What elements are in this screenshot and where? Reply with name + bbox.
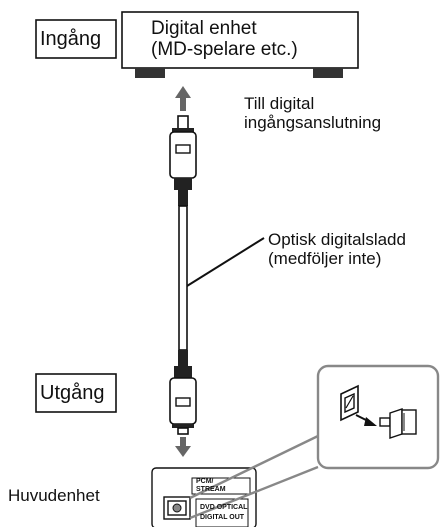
output-label: Utgång: [40, 382, 105, 404]
connection-label-line1: Till digital: [244, 94, 315, 113]
input-label: Ingång: [40, 28, 102, 50]
input-label-box: [35, 19, 117, 59]
bottom-optical-plug: [169, 350, 197, 435]
arrow-down-icon: [175, 437, 191, 457]
top-optical-plug: [169, 115, 197, 206]
zoom-detail-panel: [316, 364, 440, 470]
main-unit-label: Huvudenhet: [8, 486, 100, 505]
jack-panel-bottom-label-2: DIGITAL OUT: [200, 514, 245, 521]
cable-label-line2: (medföljer inte): [268, 249, 382, 268]
main-unit-jack-panel: [151, 467, 257, 527]
jack-panel-top-label-1: PCM/: [196, 478, 214, 485]
optical-cable: [178, 205, 188, 351]
cable-label-line1: Optisk digitalsladd: [268, 230, 406, 249]
output-label-box: [35, 373, 117, 413]
jack-panel-bottom-label-1: DVD OPTICAL: [200, 504, 248, 511]
connection-label-line2: ingångsanslutning: [244, 113, 382, 132]
digital-device-example: (MD-spelare etc.): [151, 39, 298, 60]
zoom-callout-lines: [189, 434, 319, 520]
digital-device-icon: [121, 11, 359, 78]
dust-cap-icon: [379, 408, 417, 439]
cable-leader-line: [186, 237, 265, 287]
arrow-up-icon: [175, 86, 191, 111]
jack-panel-top-label-2: STREAM: [196, 486, 226, 493]
digital-device-name: Digital enhet: [151, 18, 257, 39]
